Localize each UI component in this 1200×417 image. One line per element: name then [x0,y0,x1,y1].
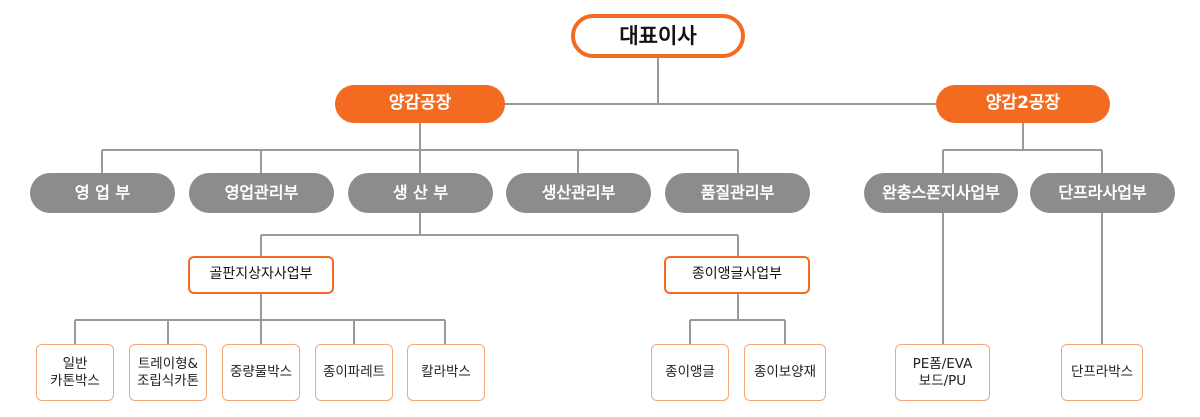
product-danpla-box: 단프라박스 [1061,344,1143,401]
plant-box-1: 양감공장 [335,85,505,123]
dept-sales: 영 업 부 [30,173,175,213]
product-paper-angle: 종이앵글 [651,344,729,401]
division-corrugated-box: 골판지상자사업부 [188,256,334,294]
dept-production: 생 산 부 [348,173,493,213]
product-general-carton: 일반 카톤박스 [36,344,114,401]
division-paper-angle: 종이앵글사업부 [664,256,810,294]
dept-production-management: 생산관리부 [506,173,651,213]
product-pe-foam-eva: PE폼/EVA 보드/PU [895,344,990,401]
dept-sales-management: 영업관리부 [189,173,334,213]
product-paper-pallet: 종이파레트 [315,344,393,401]
product-paper-protector: 종이보양재 [744,344,826,401]
product-heavy-duty-box: 중량물박스 [222,344,300,401]
dept-quality-management: 품질관리부 [665,173,810,213]
dept-danpla: 단프라사업부 [1030,173,1175,213]
product-color-box: 칼라박스 [407,344,485,401]
ceo-box: 대표이사 [571,14,745,58]
plant-box-2: 양감2공장 [936,85,1110,123]
dept-cushion-sponge: 완충스폰지사업부 [864,173,1018,213]
product-tray-carton: 트레이형& 조립식카톤 [129,344,207,401]
